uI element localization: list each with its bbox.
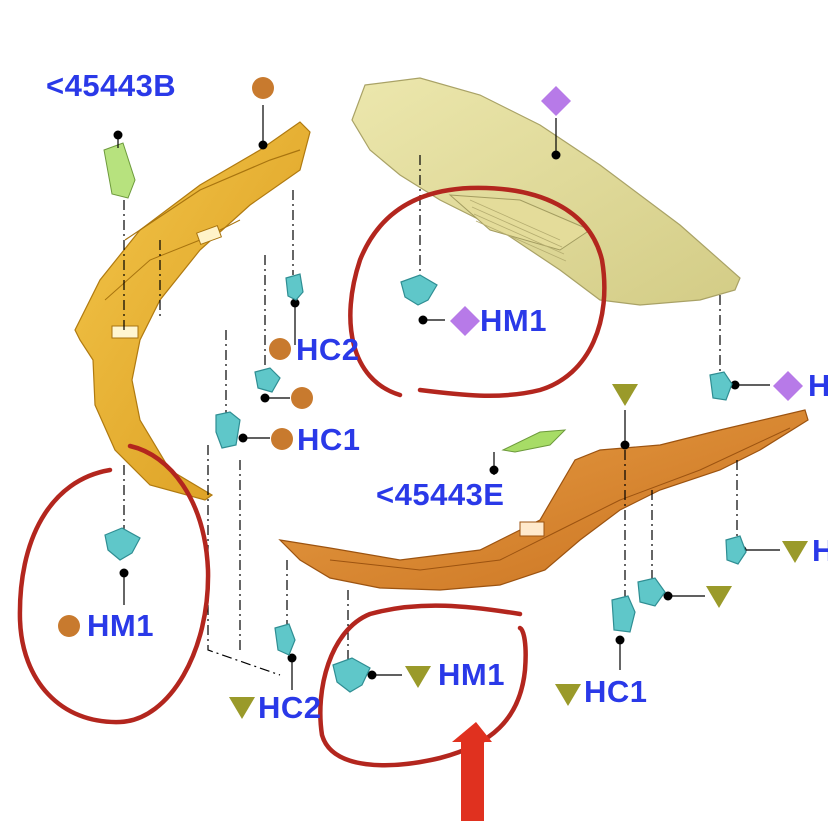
label-hc1-left: HC1 [297, 422, 361, 457]
label-hm1-top: HM1 [480, 303, 547, 338]
green-bracket-45443e [501, 429, 567, 453]
clip-hc2-left-a [285, 273, 304, 301]
clip-hc1-right-b [637, 577, 666, 607]
circle-marker [252, 77, 274, 99]
label-hc2-bottom: HC2 [258, 690, 322, 725]
circle-markers [58, 77, 313, 637]
diamond-markers [450, 86, 803, 401]
red-arrow [452, 722, 492, 821]
clip-hc2-left-b [254, 367, 281, 393]
triangle-markers [229, 384, 808, 719]
circle-marker [271, 428, 293, 450]
label-hc2-left: HC2 [296, 332, 360, 367]
leader-dots [113, 130, 747, 680]
circle-marker [58, 615, 80, 637]
triangle-marker [405, 666, 431, 688]
label-hm1-left: HM1 [87, 608, 154, 643]
label-clipped-right-1: H [808, 368, 828, 403]
part-label-45443b: <45443B [46, 68, 177, 103]
circle-marker [291, 387, 313, 409]
clip-hm1-right [709, 371, 733, 401]
red-annotation-circles [17, 185, 607, 768]
triangle-marker [229, 697, 255, 719]
clip-hm1-bottom [332, 657, 371, 693]
triangle-marker [706, 586, 732, 608]
annotation-circle-left [17, 443, 211, 725]
annotation-circle-bottom [318, 603, 528, 768]
beige-trim-panel [351, 77, 741, 306]
teal-clips [104, 273, 747, 693]
clip-hm1-top [400, 274, 438, 306]
annotation-circle-top [348, 185, 607, 399]
yellow-trim-panel [74, 121, 311, 501]
clip-right-lower [725, 535, 747, 565]
clip-hc1-right-a [611, 595, 636, 633]
part-label-45443e: <45443E [376, 477, 505, 512]
label-hm1-bottom: HM1 [438, 657, 505, 692]
green-bracket-45443b [103, 142, 136, 199]
triangle-marker [555, 684, 581, 706]
clip-hc2-bottom [274, 623, 296, 656]
label-clipped-right-2: H [812, 533, 828, 568]
diamond-marker [541, 86, 571, 116]
diamond-marker [773, 371, 803, 401]
diamond-marker [450, 306, 480, 336]
clip-hc1-left [215, 411, 241, 449]
clip-hm1-left [104, 527, 141, 561]
label-hc1-right: HC1 [584, 674, 648, 709]
orange-trim-panel [278, 409, 809, 591]
circle-marker [269, 338, 291, 360]
triangle-marker [612, 384, 638, 406]
triangle-marker [782, 541, 808, 563]
